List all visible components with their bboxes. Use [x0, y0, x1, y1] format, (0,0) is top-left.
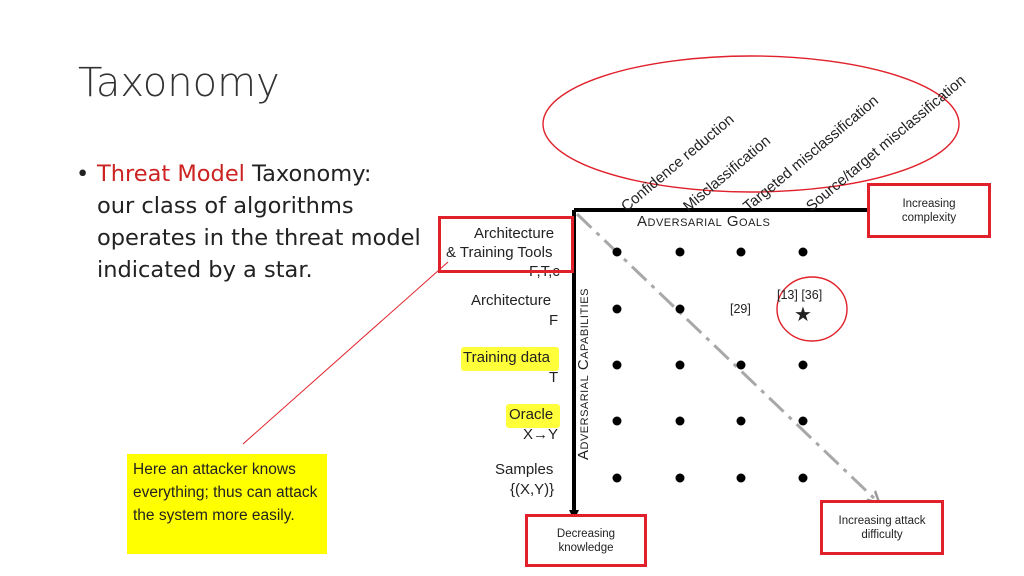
threat-model-highlight: Threat Model — [97, 161, 245, 187]
dot — [675, 247, 685, 257]
bullet-dot: • — [76, 161, 90, 187]
architecture-tools-box — [438, 216, 574, 273]
dot — [612, 304, 622, 314]
capability-label-oracle: Oracle — [509, 406, 554, 423]
decreasing-knowledge-label: Decreasing knowledge — [556, 527, 616, 554]
training-data-highlight — [461, 347, 559, 371]
capability-label-samples: Samples — [495, 461, 554, 478]
dot — [675, 473, 685, 483]
increasing-attack-difficulty-label: Increasing attack difficulty — [838, 514, 926, 541]
dot — [675, 360, 685, 370]
dot — [798, 473, 808, 483]
goals-ellipse — [542, 55, 960, 193]
increasing-complexity-label: Increasing complexity — [901, 197, 957, 224]
dot — [612, 247, 622, 257]
citation-29: [29] — [730, 302, 751, 316]
oracle-highlight — [506, 404, 560, 428]
decreasing-knowledge-box: Decreasing knowledge — [525, 514, 647, 567]
dot — [736, 416, 746, 426]
dot — [736, 360, 746, 370]
star-icon: ★ — [794, 304, 812, 326]
bullet-text-block: • Threat Model Taxonomy: our class of alg… — [76, 158, 421, 286]
x-axis-title: Adversarial Goals — [637, 213, 771, 230]
dot — [612, 416, 622, 426]
increasing-complexity-box: Increasing complexity — [867, 183, 991, 238]
callout-note: Here an attacker knows everything; thus … — [127, 454, 327, 554]
y-axis-title: Adversarial Capabilities — [575, 288, 592, 460]
bullet-rest: our class of algorithms operates in the … — [97, 193, 421, 283]
dot — [798, 247, 808, 257]
capability-label-training-tools: & Training Tools — [446, 244, 553, 261]
capability-sub-oracle: X→Y — [523, 426, 559, 443]
bullet-text: Threat Model Taxonomy: our class of algor… — [97, 158, 421, 286]
capability-sub-samples: {(X,Y)} — [510, 481, 555, 498]
increasing-attack-difficulty-box: Increasing attack difficulty — [820, 500, 944, 555]
dot — [798, 360, 808, 370]
dot — [736, 247, 746, 257]
citation-13-36: [13] [36] — [777, 288, 823, 302]
capability-sub-f: F — [549, 312, 559, 329]
slide-title: Taxonomy — [78, 60, 280, 106]
dot — [736, 473, 746, 483]
dot-grid — [612, 247, 808, 483]
capability-label-architecture-tools: Architecture — [474, 225, 555, 242]
dot — [798, 416, 808, 426]
dot — [612, 360, 622, 370]
dot — [612, 473, 622, 483]
bullet-first-line-rest: Taxonomy: — [244, 161, 372, 187]
star-circle — [776, 276, 848, 342]
dot — [675, 304, 685, 314]
dot — [675, 416, 685, 426]
diagonal-difficulty-arrow — [575, 212, 878, 502]
capability-label-training-data: Training data — [463, 349, 550, 366]
note-pointer-line — [242, 261, 449, 445]
capability-sub-t: T — [549, 369, 559, 386]
capability-label-architecture: Architecture — [471, 292, 552, 309]
